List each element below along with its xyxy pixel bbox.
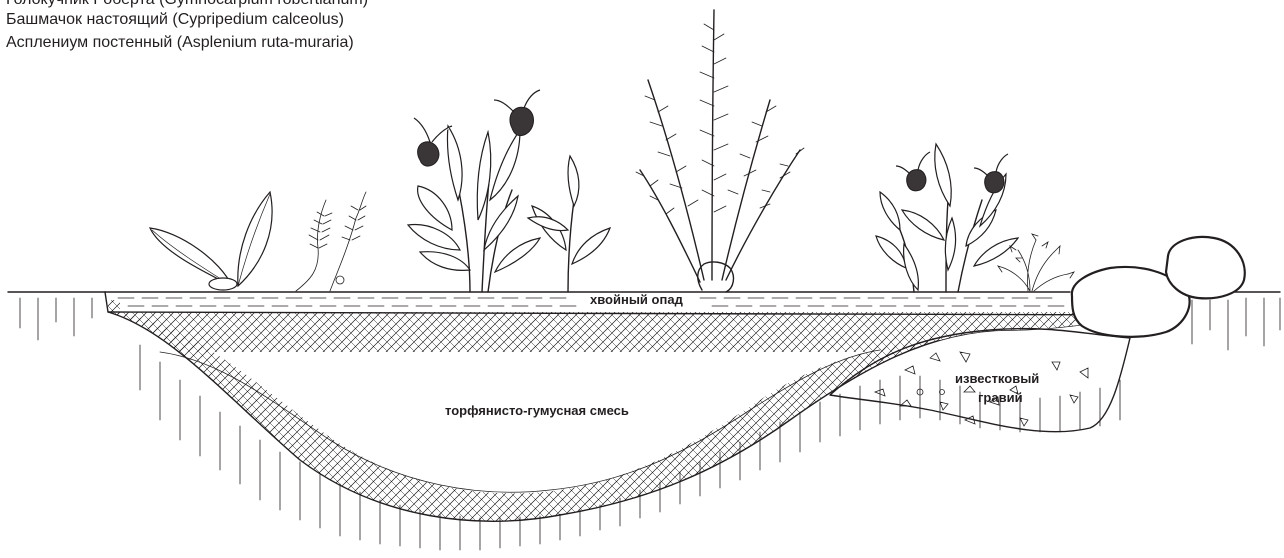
gravel-chips: [875, 352, 1088, 426]
plant-cypripedium-clump: [408, 90, 540, 292]
label-gravel-2: гравий: [978, 390, 1023, 405]
plant-cypripedium-right: [876, 144, 1018, 292]
plant-seedling-leaves: [150, 192, 272, 290]
label-litter: хвойный опад: [590, 292, 684, 307]
plant-tall-fern: [636, 10, 804, 292]
label-gravel-1: известковый: [955, 371, 1039, 386]
stone-small: [1166, 237, 1245, 298]
plant-small-fern: [296, 192, 366, 291]
label-peat: торфянисто-гумусная смесь: [445, 403, 629, 418]
plant-cypripedium-single: [528, 156, 610, 292]
peat-hatch-band: [108, 292, 1160, 521]
